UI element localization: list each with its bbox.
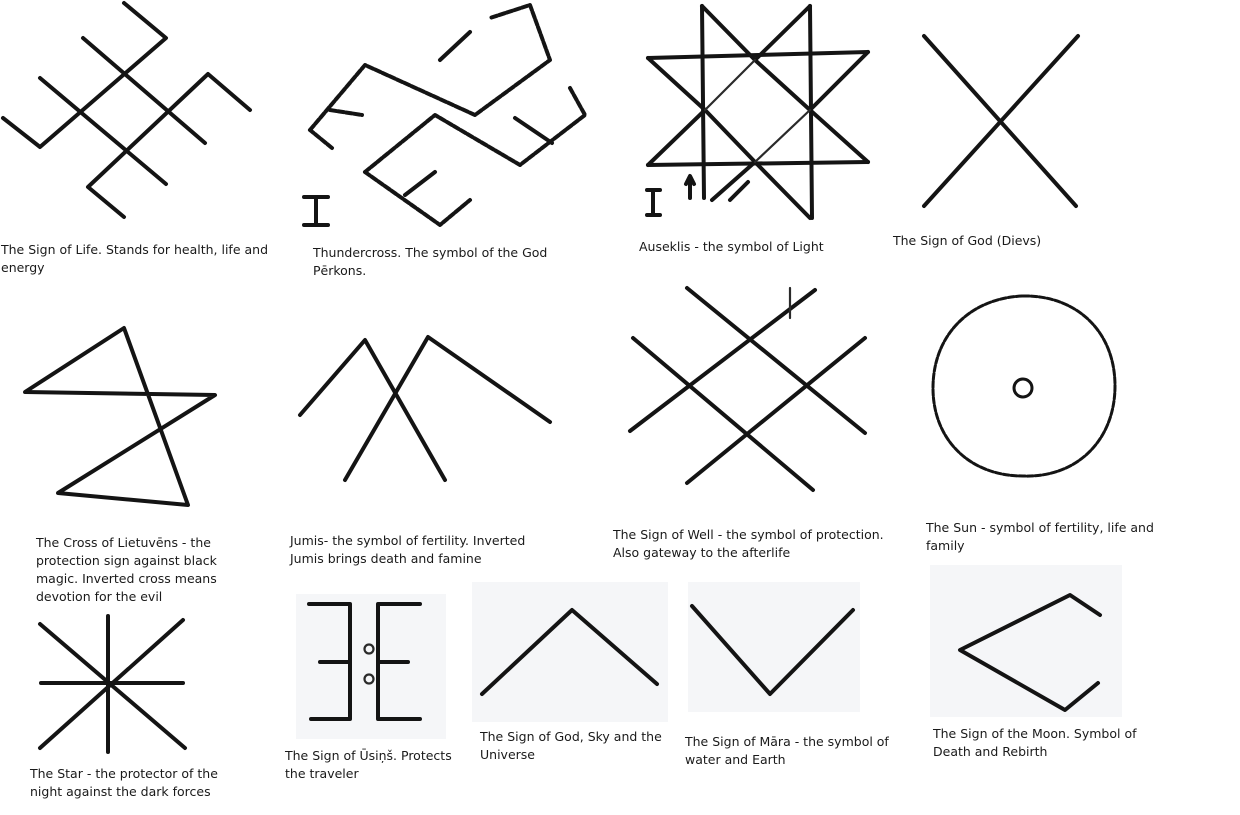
caption-sign-of-mara: The Sign of Māra - the symbol of water a…	[685, 734, 889, 767]
caption-sign-of-god-sky-universe: The Sign of God, Sky and the Universe	[480, 729, 662, 762]
caption-jumis: Jumis- the symbol of fertility. Inverted…	[290, 533, 526, 566]
caption-sign-of-life: The Sign of Life. Stands for health, lif…	[1, 242, 268, 275]
sign-of-usins-icon	[296, 594, 446, 739]
caption-sign-of-god-dievs: The Sign of God (Dievs)	[893, 233, 1042, 248]
the-sun-icon	[925, 290, 1120, 485]
the-star-icon	[35, 612, 195, 757]
sign-of-god-dievs-icon	[900, 20, 1100, 220]
sky-paper-background	[472, 582, 668, 722]
auseklis-icon	[630, 0, 890, 230]
caption-sign-of-usins: The Sign of Ūsiņš. Protects the traveler	[285, 748, 452, 781]
sign-of-god-sky-universe-icon	[472, 582, 668, 722]
sign-of-life-icon	[0, 0, 260, 225]
caption-thundercross: Thundercross. The symbol of the God Pērk…	[313, 245, 548, 278]
caption-the-sun: The Sun - symbol of fertility, life and …	[926, 520, 1154, 553]
caption-cross-of-lietuvens: The Cross of Lietuvēns - the protection …	[36, 535, 217, 604]
sign-of-well-icon	[625, 283, 870, 493]
caption-sign-of-well: The Sign of Well - the symbol of protect…	[613, 527, 884, 560]
thundercross-icon	[290, 0, 610, 240]
caption-auseklis: Auseklis - the symbol of Light	[639, 239, 824, 254]
caption-sign-of-moon: The Sign of the Moon. Symbol of Death an…	[933, 726, 1137, 759]
usins-paper-background	[296, 594, 446, 739]
sign-of-moon-icon	[930, 565, 1122, 717]
caption-the-star: The Star - the protector of the night ag…	[30, 766, 218, 799]
jumis-icon	[295, 330, 560, 490]
cross-of-lietuvens-icon	[20, 320, 220, 510]
sign-of-mara-icon	[688, 582, 860, 712]
